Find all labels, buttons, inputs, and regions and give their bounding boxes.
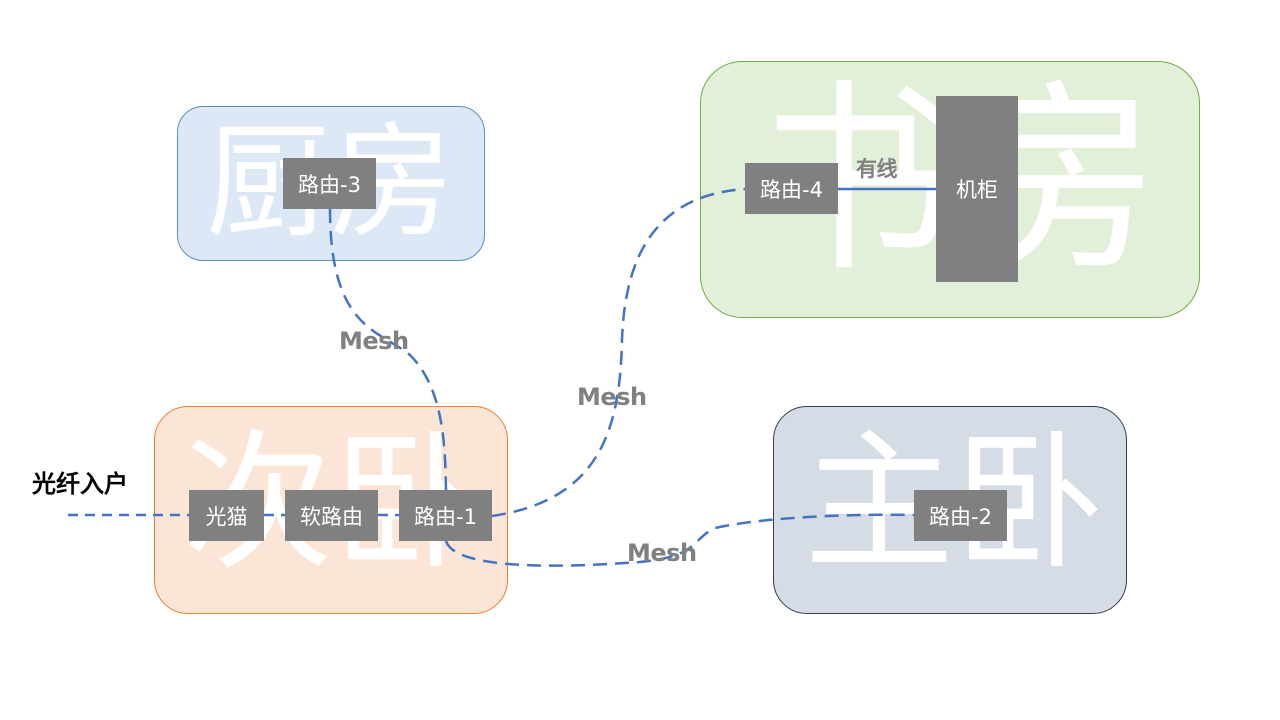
link-mesh-study <box>491 187 746 518</box>
fiber-entry-label: 光纤入户 <box>32 470 128 498</box>
link-mesh-master <box>444 513 915 567</box>
wired-label: 有线 <box>856 157 898 181</box>
mesh-label-kitchen: Mesh <box>339 327 409 355</box>
router-3-node: 路由-3 <box>283 158 376 209</box>
router-2-node: 路由-2 <box>914 490 1007 541</box>
modem-node: 光猫 <box>189 490 264 541</box>
cabinet-node: 机柜 <box>936 96 1018 282</box>
mesh-label-master: Mesh <box>627 539 697 567</box>
room-kitchen: 厨房 <box>177 106 485 261</box>
router-4-node: 路由-4 <box>745 163 838 214</box>
mesh-label-study: Mesh <box>577 383 647 411</box>
link-mesh-kitchen <box>328 208 448 491</box>
router-1-node: 路由-1 <box>399 490 492 541</box>
soft-router-node: 软路由 <box>285 490 378 541</box>
